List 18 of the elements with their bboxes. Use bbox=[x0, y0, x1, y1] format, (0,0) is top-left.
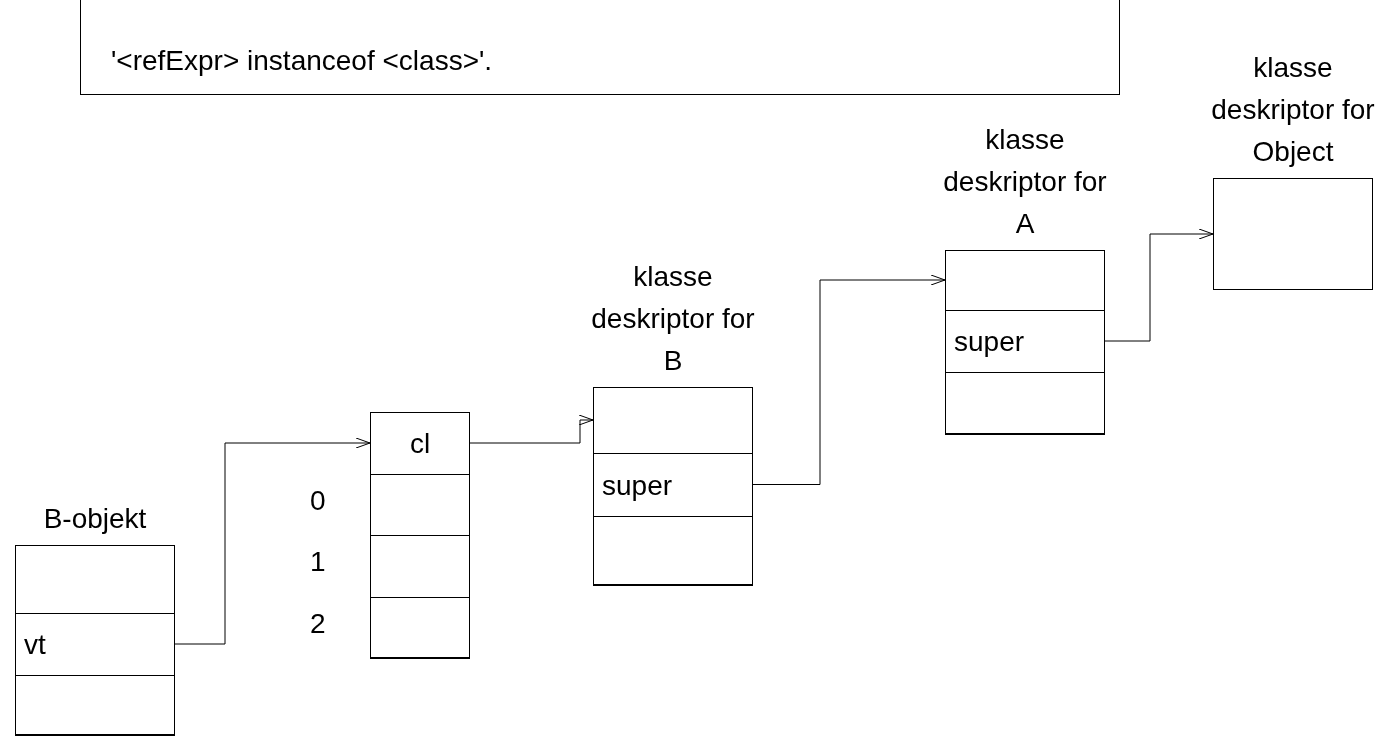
cell-text: super bbox=[954, 325, 1025, 359]
cell-text: super bbox=[602, 468, 673, 503]
block-heading: klasse deskriptor for A bbox=[942, 123, 1108, 241]
cell-text: vt bbox=[24, 628, 46, 662]
block-heading: klasse deskriptor for Object bbox=[1210, 51, 1376, 169]
arrow bbox=[1104, 228, 1214, 342]
block-heading: klasse deskriptor for B bbox=[590, 260, 756, 378]
arrow bbox=[469, 414, 594, 444]
arrow bbox=[752, 274, 946, 485]
cell-text: cl bbox=[409, 427, 431, 461]
index-label: 2 bbox=[310, 607, 326, 641]
block-heading: B-objekt bbox=[42, 502, 148, 536]
index-label: 0 bbox=[310, 484, 326, 518]
memory-block bbox=[370, 412, 470, 658]
note-text: '<refExpr> instanceof <class>'. bbox=[111, 44, 493, 78]
note-box bbox=[80, 0, 1120, 95]
index-label: 1 bbox=[310, 545, 326, 579]
arrow bbox=[174, 437, 371, 645]
